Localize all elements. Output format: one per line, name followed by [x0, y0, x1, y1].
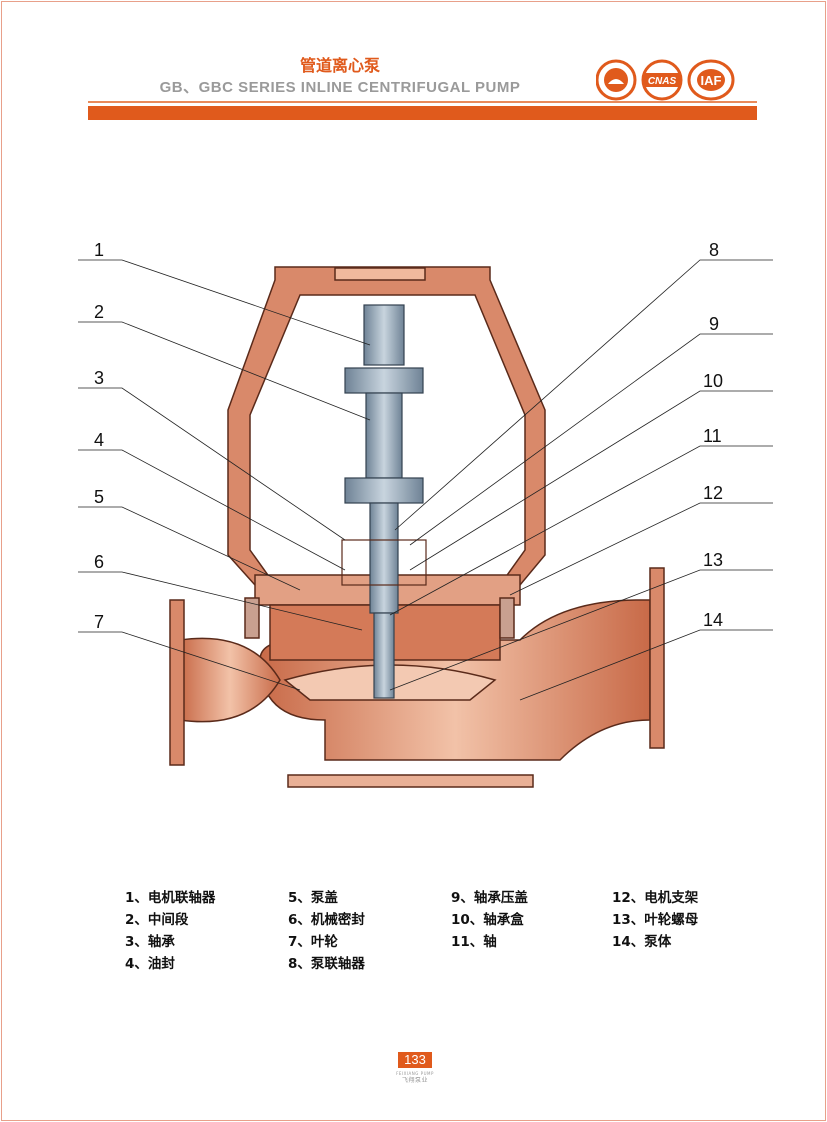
- legend-item: 2、中间段: [125, 912, 189, 928]
- legend-item: 6、机械密封: [288, 912, 365, 928]
- legend-item: 7、叶轮: [288, 934, 338, 950]
- legend-item: 10、轴承盒: [451, 912, 524, 928]
- callout-2: 2: [94, 302, 104, 322]
- legend-item: 4、油封: [125, 956, 175, 972]
- shaft: [341, 304, 427, 699]
- certification-logos: CNAS IAF: [596, 59, 735, 101]
- callout-10: 10: [703, 371, 723, 391]
- legend-item: 3、轴承: [125, 934, 175, 950]
- legend-item: 13、叶轮螺母: [612, 912, 699, 928]
- callout-11: 11: [703, 426, 722, 446]
- callout-12: 12: [703, 483, 723, 503]
- brand-cn: 飞翔泵业: [401, 1077, 428, 1084]
- page-title-cn: 管道离心泵: [299, 56, 380, 75]
- legend-item: 9、轴承压盖: [451, 890, 528, 906]
- callout-lines: [78, 259, 773, 701]
- pump-body: [169, 567, 665, 788]
- callout-numbers: 1 2 3 4 5 6 7 8 9 10 11 12 13 14: [94, 240, 723, 632]
- motor-bracket: [227, 266, 546, 586]
- cnas-logo: CNAS: [641, 59, 683, 101]
- brand-en: FEIXIANG PUMP: [396, 1071, 434, 1076]
- legend-item: 14、泵体: [612, 934, 672, 950]
- footer-brand: FEIXIANG PUMP 飞翔泵业: [380, 1070, 450, 1084]
- callout-1: 1: [94, 240, 104, 260]
- legend-item: 1、电机联轴器: [125, 890, 216, 906]
- callout-4: 4: [94, 430, 104, 450]
- callout-5: 5: [94, 487, 104, 507]
- callout-14: 14: [703, 610, 723, 630]
- pump-cross-section-diagram: 1 2 3 4 5 6 7 8 9 10 11 12 13 14: [78, 240, 773, 788]
- iaf-logo: IAF: [687, 59, 735, 101]
- header-rule-thin: [88, 101, 757, 103]
- svg-text:IAF: IAF: [701, 73, 722, 88]
- page-number: 133: [398, 1052, 432, 1068]
- svg-text:CNAS: CNAS: [648, 76, 677, 87]
- page-title-en: GB、GBC SERIES INLINE CENTRIFUGAL PUMP: [159, 79, 521, 96]
- legend-item: 8、泵联轴器: [288, 956, 365, 972]
- header-rule-thick: [88, 106, 757, 120]
- seal-logo: [596, 59, 637, 101]
- callout-6: 6: [94, 552, 104, 572]
- legend-item: 12、电机支架: [612, 890, 699, 906]
- callout-3: 3: [94, 368, 104, 388]
- legend-item: 11、轴: [451, 934, 497, 950]
- callout-9: 9: [709, 314, 719, 334]
- legend-item: 5、泵盖: [288, 890, 338, 906]
- callout-13: 13: [703, 550, 723, 570]
- parts-legend: 1、电机联轴器 2、中间段 3、轴承 4、油封 5、泵盖 6、机械密封 7、叶轮…: [125, 886, 745, 976]
- callout-7: 7: [94, 612, 104, 632]
- callout-8: 8: [709, 240, 719, 260]
